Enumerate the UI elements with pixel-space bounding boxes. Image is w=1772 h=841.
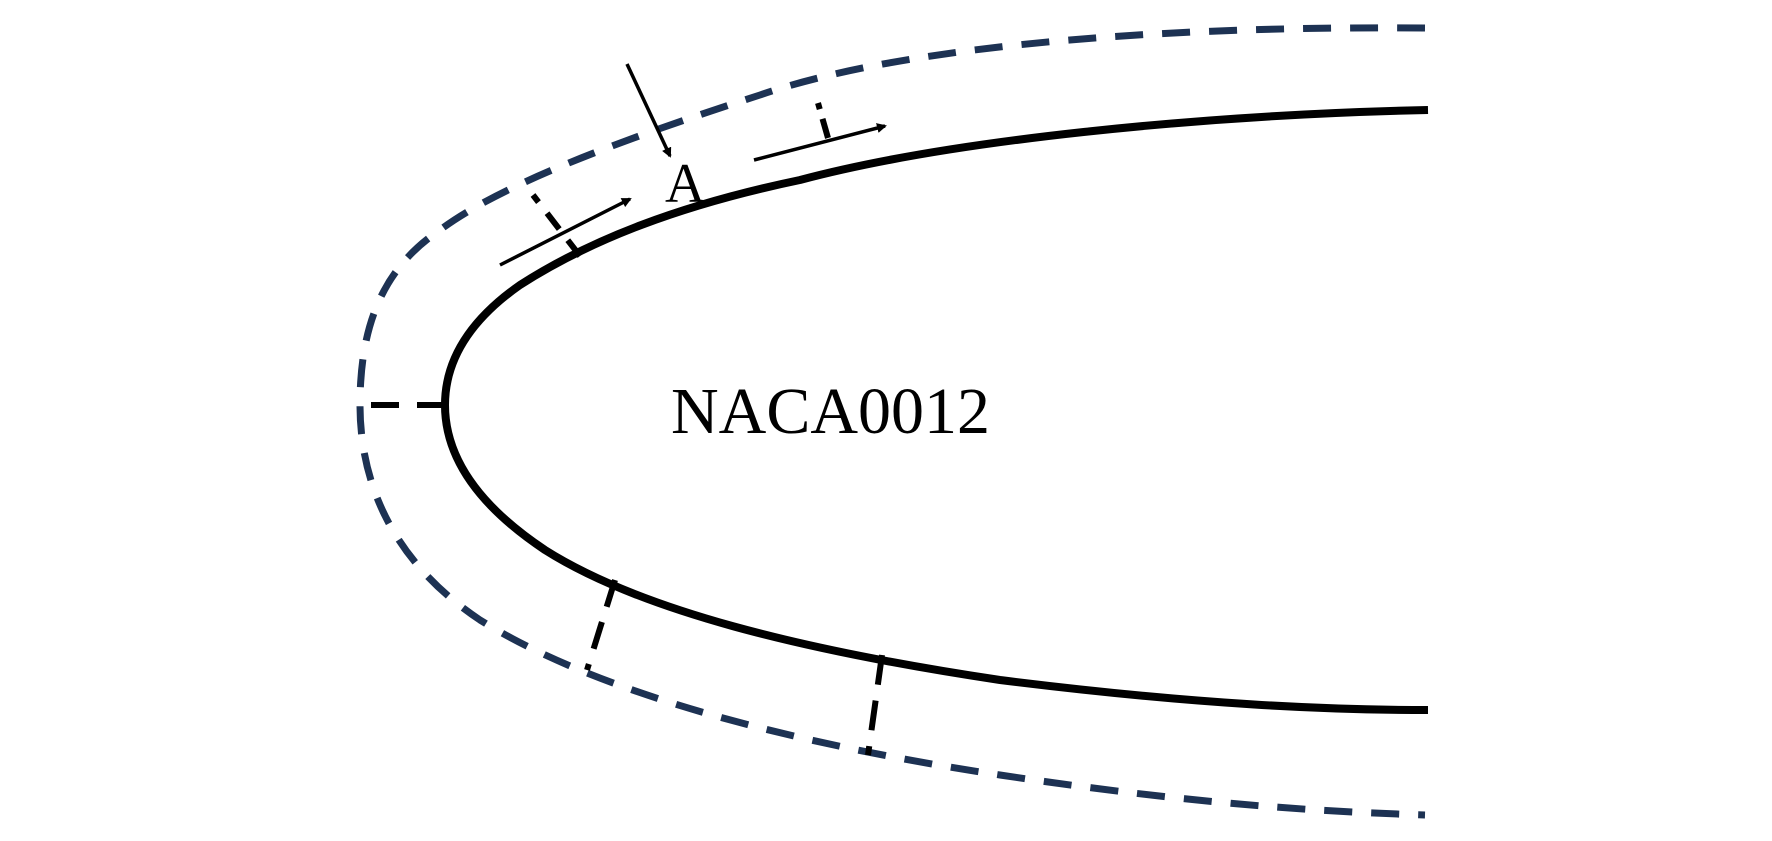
airfoil-name-label: NACA0012 (671, 375, 990, 448)
thickness-marker-upper-2 (815, 102, 831, 139)
thickness-marker-lower-1 (584, 579, 618, 671)
flow-arrow-upstream (499, 197, 632, 267)
thickness-marker-upper-1 (530, 193, 583, 258)
thickness-marker-lower-2 (865, 654, 885, 756)
flow-arrow-downstream (753, 123, 887, 162)
arrow-to-point-a (625, 63, 672, 158)
flow-arrows (499, 63, 887, 267)
boundary-layer-edge-curve (356, 24, 1426, 819)
point-a-label: A (665, 153, 706, 215)
thickness-markers (362, 102, 885, 756)
